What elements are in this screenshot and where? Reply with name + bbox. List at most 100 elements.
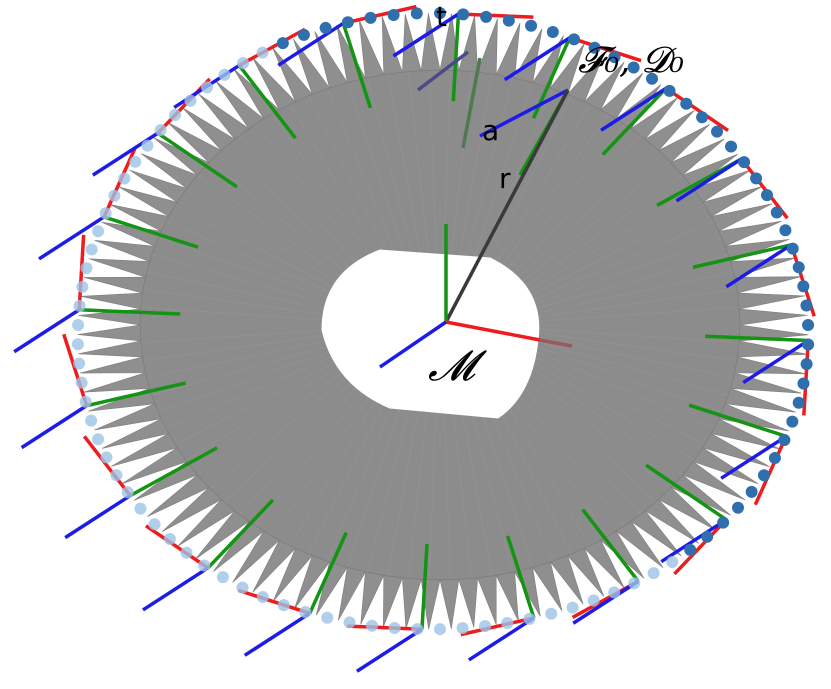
frame-axis-n <box>600 86 667 132</box>
frame-axis-a <box>103 215 199 249</box>
tooth <box>213 521 265 572</box>
fan-streak <box>503 365 642 515</box>
frame-axis-a <box>692 243 792 269</box>
tooth <box>78 340 143 358</box>
rim-dot <box>364 11 377 24</box>
rim-dot <box>80 262 93 275</box>
tooth <box>644 110 695 151</box>
rim-dot <box>72 319 85 331</box>
tooth <box>420 13 441 71</box>
rim-dot <box>797 377 810 390</box>
rim-dot <box>118 172 131 185</box>
tooth <box>109 204 169 232</box>
rim-dot <box>717 516 730 529</box>
fan-streak <box>512 359 671 490</box>
frame-axis-n <box>392 12 460 58</box>
tooth <box>101 418 169 449</box>
rim-dot <box>545 607 558 620</box>
tooth <box>402 577 422 629</box>
frame-axis-t <box>458 12 534 19</box>
fan-streak <box>408 379 431 579</box>
top-faded-a <box>461 57 482 149</box>
frame-axis-a <box>705 334 809 343</box>
rim-dot <box>786 242 799 255</box>
tooth <box>177 499 236 547</box>
frame-axis-a <box>341 22 373 109</box>
rim-dot <box>680 97 693 110</box>
tooth <box>119 186 178 217</box>
rim-dot <box>277 599 290 612</box>
fan-streak <box>146 335 348 379</box>
fan-streak <box>516 356 683 476</box>
tooth <box>584 62 625 111</box>
frame-axis-a <box>308 531 348 615</box>
tooth <box>711 203 773 232</box>
center-axis-n <box>379 320 447 369</box>
fan-streak <box>151 254 349 311</box>
frame-axis-a <box>505 535 536 619</box>
rim-dot <box>587 594 600 607</box>
rim-dot <box>566 601 579 614</box>
rim-dot <box>388 622 401 635</box>
rim-dot <box>163 532 176 545</box>
tooth <box>630 96 679 140</box>
frame-axis-t <box>62 333 89 407</box>
fan-streak <box>534 306 740 322</box>
rim-dot <box>627 61 640 74</box>
tooth <box>292 38 331 95</box>
rim-dot <box>256 590 269 603</box>
tooth <box>724 388 796 413</box>
rim-dot <box>546 25 559 38</box>
rim-dot <box>647 567 660 580</box>
rim-dot <box>802 319 815 331</box>
label-r: r <box>499 162 511 195</box>
frame-axis-n <box>356 627 423 673</box>
frame-axis-n <box>20 404 88 450</box>
tooth <box>702 186 762 217</box>
fan-streak <box>526 346 715 430</box>
tooth <box>358 19 385 79</box>
rim-dot <box>99 207 112 220</box>
fan-streak <box>532 271 734 315</box>
rim-dot <box>121 486 134 499</box>
fan-streak <box>140 306 346 322</box>
fan-streak <box>223 362 373 503</box>
fan-streak <box>531 339 729 396</box>
frame-axis-t <box>238 27 306 67</box>
rim-dot <box>411 623 424 636</box>
tooth <box>338 567 366 621</box>
fan-streak <box>387 73 424 271</box>
tooth <box>252 539 296 593</box>
sample-dots <box>71 7 815 636</box>
rim-dot <box>108 189 121 202</box>
fan-streak <box>174 350 357 446</box>
tooth <box>730 372 802 394</box>
fan-streak <box>507 362 657 503</box>
top-faded-n <box>416 50 470 92</box>
fan-streak <box>165 346 354 430</box>
tooth <box>495 22 521 79</box>
frame-axis-t <box>673 518 728 576</box>
frame-axis-t <box>144 524 209 570</box>
fan-streak <box>165 220 354 304</box>
tooth <box>567 548 605 597</box>
fan-streak <box>487 103 591 278</box>
frame-axis-a <box>420 543 429 630</box>
fan-streak <box>185 189 360 297</box>
rim-dot <box>666 555 679 568</box>
rim-dot <box>169 109 182 122</box>
frame-axis-n <box>725 243 793 289</box>
fan-streak <box>327 88 405 275</box>
frame-axis-t <box>342 4 417 26</box>
frame-axis-n <box>467 616 535 662</box>
fan-streak <box>366 77 418 272</box>
rim-dot <box>725 140 738 153</box>
frame-axis-t <box>460 616 535 637</box>
fan-streak <box>449 71 472 271</box>
rim-dot <box>501 617 514 630</box>
frame-axis-a <box>645 463 728 522</box>
fan-streak <box>429 70 438 271</box>
fan-streak <box>523 350 706 446</box>
rim-dot <box>341 16 354 29</box>
